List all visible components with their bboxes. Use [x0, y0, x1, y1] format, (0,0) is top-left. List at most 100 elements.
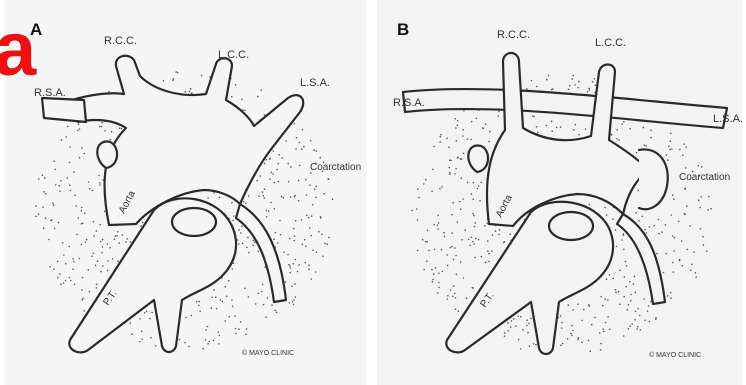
stipple-dot — [140, 225, 142, 227]
stipple-dot — [117, 231, 119, 233]
stipple-dot — [237, 239, 239, 241]
stipple-dot — [460, 158, 462, 160]
stipple-dot — [253, 240, 255, 242]
stipple-dot — [670, 292, 672, 294]
stipple-dot — [437, 292, 439, 294]
stipple-dot — [438, 282, 440, 284]
stipple-dot — [551, 120, 553, 122]
stipple-dot — [302, 244, 304, 246]
stipple-dot — [478, 185, 480, 187]
stipple-dot — [278, 181, 280, 183]
stipple-dot — [246, 328, 248, 330]
stipple-dot — [444, 236, 446, 238]
right-subclavian-artery — [42, 98, 86, 122]
label-coarctation: Coarctation — [310, 162, 361, 173]
stipple-dot — [308, 268, 310, 270]
stipple-dot — [82, 298, 84, 300]
panel-divider — [367, 0, 377, 385]
stipple-dot — [289, 265, 291, 267]
stipple-dot — [588, 88, 590, 90]
stipple-dot — [139, 341, 141, 343]
stipple-dot — [623, 335, 625, 337]
stipple-dot — [427, 230, 429, 232]
stipple-dot — [463, 277, 465, 279]
stipple-dot — [213, 192, 215, 194]
stipple-dot — [146, 311, 148, 313]
stipple-dot — [670, 297, 672, 299]
stipple-dot — [304, 239, 306, 241]
stipple-dot — [260, 89, 262, 91]
stipple-dot — [488, 141, 490, 143]
stipple-dot — [102, 246, 104, 248]
stipple-dot — [304, 262, 306, 264]
stipple-dot — [276, 311, 278, 313]
stipple-dot — [578, 81, 580, 83]
stipple-dot — [623, 296, 625, 298]
stipple-dot — [455, 168, 457, 170]
stipple-dot — [635, 212, 637, 214]
stipple-dot — [190, 88, 192, 90]
stipple-dot — [69, 184, 71, 186]
stipple-dot — [70, 280, 72, 282]
stipple-dot — [455, 127, 457, 129]
stipple-dot — [264, 163, 266, 165]
stipple-dot — [248, 195, 250, 197]
stipple-dot — [603, 331, 605, 333]
stipple-dot — [306, 194, 308, 196]
stipple-dot — [578, 134, 580, 136]
stipple-dot — [308, 217, 310, 219]
panel-a-labels: R.C.C. L.C.C. R.S.A. L.S.A. Coarctation … — [34, 35, 361, 357]
stipple-dot — [96, 287, 98, 289]
stipple-dot — [605, 322, 607, 324]
stipple-dot — [238, 243, 240, 245]
stipple-dot — [422, 239, 424, 241]
panel-a-illustration: R.C.C. L.C.C. R.S.A. L.S.A. Coarctation … — [4, 0, 367, 385]
stipple-dot — [111, 131, 113, 133]
stipple-dot — [53, 160, 55, 162]
stipple-dot — [594, 317, 596, 319]
stipple-dot — [635, 311, 637, 313]
stipple-dot — [475, 238, 477, 240]
stipple-dot — [255, 303, 257, 305]
stipple-dot — [312, 249, 314, 251]
stipple-dot — [687, 249, 689, 251]
stipple-dot — [530, 318, 532, 320]
stipple-dot — [434, 249, 436, 251]
stipple-dot — [43, 227, 45, 229]
stipple-dot — [287, 163, 289, 165]
stipple-dot — [114, 238, 116, 240]
stipple-dot — [644, 229, 646, 231]
stipple-dot — [518, 339, 520, 341]
stipple-dot — [294, 235, 296, 237]
stipple-dot — [650, 137, 652, 139]
stipple-dot — [263, 304, 265, 306]
stipple-dot — [437, 225, 439, 227]
stipple-dot — [264, 114, 266, 116]
stipple-dot — [81, 147, 83, 149]
stipple-dot — [606, 214, 608, 216]
stipple-dot — [78, 124, 80, 126]
stipple-dot — [560, 344, 562, 346]
stipple-dot — [196, 301, 198, 303]
stipple-dot — [109, 139, 111, 141]
stipple-dot — [417, 188, 419, 190]
stipple-dot — [568, 304, 570, 306]
stipple-dot — [485, 262, 487, 264]
stipple-dot — [457, 156, 459, 158]
stipple-dot — [623, 121, 625, 123]
stipple-dot — [483, 128, 485, 130]
stipple-dot — [470, 139, 472, 141]
stipple-dot — [674, 237, 676, 239]
label-rcc: R.C.C. — [104, 35, 137, 47]
stipple-dot — [462, 135, 464, 137]
stipple-dot — [53, 268, 55, 270]
stipple-dot — [658, 219, 660, 221]
stipple-dot — [213, 289, 215, 291]
stipple-dot — [294, 195, 296, 197]
stipple-dot — [121, 128, 123, 130]
stipple-dot — [101, 252, 103, 254]
stipple-dot — [571, 335, 573, 337]
stipple-dot — [248, 252, 250, 254]
stipple-dot — [55, 169, 57, 171]
stipple-dot — [630, 300, 632, 302]
